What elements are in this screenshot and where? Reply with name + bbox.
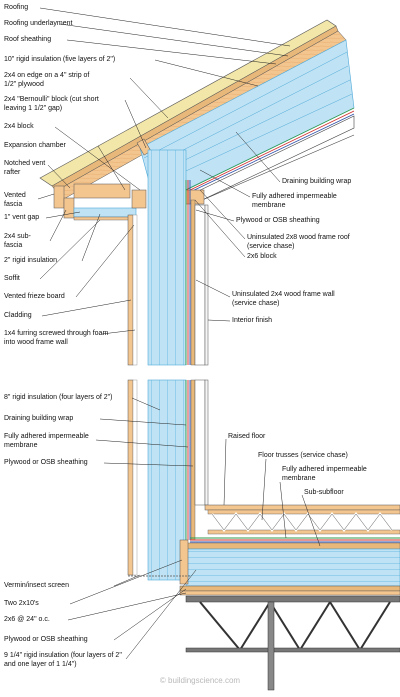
label-sub-subfloor: Sub-subfloor	[304, 489, 344, 496]
label-furring-line2: into wood frame wall	[4, 339, 68, 346]
lower-service-stud	[194, 379, 206, 506]
label-rigid-insulation-9-line2: and one layer of 1 1/4")	[4, 661, 77, 668]
rim-2x10-a	[179, 539, 189, 585]
notched-rafter	[73, 183, 131, 199]
label-notched-vent-rafter-line2: rafter	[4, 169, 21, 176]
sub-subfloor	[185, 542, 400, 550]
credit-watermark: © buildingscience.com	[159, 676, 241, 685]
label-wall-frame-line2: (service chase)	[232, 300, 280, 307]
label-adhered-membrane-lower: Fully adhered impermeable	[4, 433, 89, 440]
label-rigid-insulation-8: 8" rigid insulation (four layers of 2")	[4, 394, 113, 401]
vented-fascia	[53, 185, 65, 209]
label-roofing-underlayment: Roofing underlayment	[4, 20, 73, 27]
label-bernoulli-block-line2: leaving 1 1/2" gap)	[4, 105, 63, 112]
raised-floor	[204, 504, 400, 511]
label-sheathing-floor: Plywood or OSB sheathing	[4, 636, 88, 643]
steel-support	[185, 595, 400, 691]
cladding-lower	[127, 379, 134, 576]
2x4-block	[131, 189, 147, 209]
label-vented-fascia: Vented	[4, 192, 26, 199]
label-draining-wrap: Draining building wrap	[282, 178, 352, 185]
roof-assembly	[39, 19, 355, 221]
label-2x6-block: 2x6 block	[247, 253, 277, 260]
label-two-2x10: Two 2x10's	[4, 600, 39, 607]
label-rigid-insulation-2: 2" rigid insulation	[4, 257, 58, 264]
label-adhered-membrane: Fully adhered impermeable	[252, 193, 337, 200]
label-vented-fascia-line2: fascia	[4, 201, 23, 208]
floor-assembly	[128, 504, 400, 691]
label-adhered-membrane-line2: membrane	[252, 202, 286, 209]
lower-wall-sheathing	[190, 379, 196, 541]
label-sub-fascia-line2: fascia	[4, 242, 23, 249]
soffit	[73, 216, 137, 221]
furring	[132, 214, 138, 366]
label-vented-frieze: Vented frieze board	[4, 293, 65, 300]
furring-lower	[132, 379, 138, 576]
label-2x4-on-edge-line2: 1/2" plywood	[4, 81, 44, 88]
lower-interior-finish	[204, 379, 209, 506]
label-interior-finish: Interior finish	[232, 317, 273, 324]
floor-rigid-insulation	[185, 548, 400, 587]
label-cladding: Cladding	[4, 312, 32, 319]
service-chase-stud	[194, 204, 206, 366]
label-vent-gap: 1" vent gap	[4, 214, 40, 221]
floor-bottom-sheathing	[179, 585, 400, 592]
floor-truss-bottom-chord	[207, 529, 400, 535]
label-roof-frame-line2: (service chase)	[247, 243, 295, 250]
label-roof-sheathing: Roof sheathing	[4, 36, 52, 43]
leader-lines	[37, 7, 321, 660]
lower-wall-insulation	[147, 379, 187, 581]
label-rigid-insulation-9: 9 1/4" rigid insulation (four layers of …	[4, 652, 122, 659]
label-wall-frame: Uninsulated 2x4 wood frame wall	[232, 291, 335, 298]
label-2x4-block: 2x4 block	[4, 123, 34, 130]
wall-rigid-insulation	[147, 149, 187, 366]
soffit-insulation	[73, 207, 137, 218]
label-expansion-chamber: Expansion chamber	[4, 142, 66, 149]
label-soffit: Soffit	[4, 275, 20, 282]
roof-membrane-lines	[185, 107, 355, 195]
label-floor-trusses: Floor trusses (service chase)	[258, 452, 348, 459]
label-adhered-membrane-lower-line2: membrane	[4, 442, 38, 449]
lower-wall	[127, 379, 209, 581]
label-adhered-membrane-floor-line2: membrane	[282, 475, 316, 482]
label-sub-fascia: 2x4 sub-	[4, 233, 31, 240]
label-raised-floor: Raised floor	[228, 433, 266, 440]
label-2x4-on-edge: 2x4 on edge on a 4" strip of	[4, 72, 90, 79]
floor-2x6	[179, 590, 400, 596]
sub-fascia-2x4	[63, 197, 75, 219]
cladding	[127, 214, 134, 366]
label-sheathing-lower: Plywood or OSB sheathing	[4, 459, 88, 466]
bernoulli-block	[136, 138, 152, 156]
label-adhered-membrane-floor: Fully adhered impermeable	[282, 466, 367, 473]
label-vermin-screen: Vermin/insect screen	[4, 582, 69, 589]
label-rigid-insulation-10: 10" rigid insulation (five layers of 2")	[4, 56, 116, 63]
label-roofing: Roofing	[4, 4, 29, 11]
floor-truss-top-chord	[207, 509, 400, 515]
label-roof-frame: Uninsulated 2x8 wood frame roof	[247, 234, 350, 241]
label-draining-wrap-lower: Draining building wrap	[4, 415, 74, 422]
wall-sheathing	[190, 199, 196, 366]
label-sheathing: Plywood or OSB sheathing	[236, 217, 320, 224]
label-notched-vent-rafter: Notched vent	[4, 160, 46, 167]
upper-wall	[127, 149, 209, 366]
label-bernoulli-block: 2x4 "Bernoulli" block (cut short	[4, 96, 99, 103]
label-2x6-oc: 2x6 @ 24" o.c.	[4, 616, 50, 623]
label-furring: 1x4 furring screwed through foam	[4, 330, 109, 337]
